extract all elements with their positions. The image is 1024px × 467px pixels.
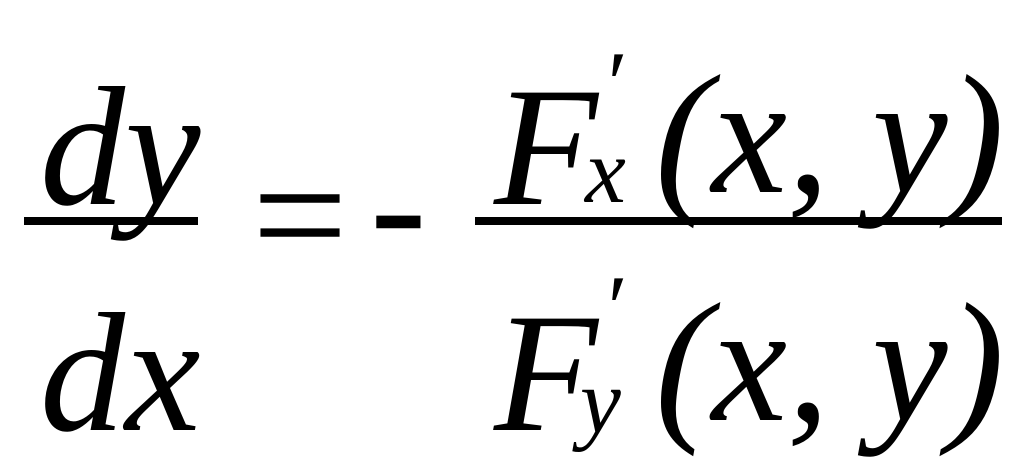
rhs-numerator-prime: ′ bbox=[602, 33, 623, 135]
rhs-fraction-bar bbox=[475, 217, 1002, 225]
lhs-numerator: dy bbox=[40, 53, 201, 241]
minus-sign: - bbox=[370, 111, 427, 299]
lhs-fraction-bar bbox=[24, 217, 198, 225]
rhs-numerator-base: F bbox=[494, 53, 598, 241]
lhs-denominator: dx bbox=[40, 279, 201, 467]
rhs-denominator-subscript: y bbox=[580, 350, 621, 452]
rhs-numerator-args: (x, y) bbox=[655, 41, 1005, 229]
rhs-denominator-args: (x, y) bbox=[655, 269, 1005, 457]
equals-sign: = bbox=[252, 121, 348, 309]
rhs-denominator-base: F bbox=[494, 279, 598, 467]
rhs-numerator-subscript: x bbox=[585, 120, 626, 222]
rhs-denominator-prime: ′ bbox=[602, 257, 623, 359]
